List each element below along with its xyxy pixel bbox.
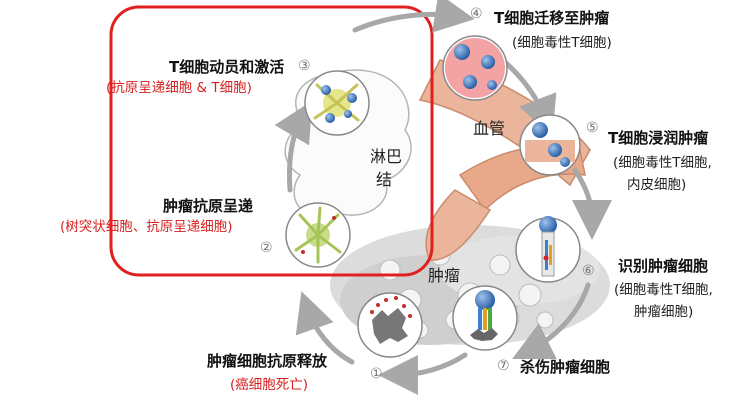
step-1-number: ① bbox=[370, 366, 383, 382]
step-2-illustration bbox=[285, 202, 351, 268]
step-3-subtitle: (抗原呈递细胞 & T细胞) bbox=[106, 80, 252, 96]
step-1-subtitle: (癌细胞死亡) bbox=[230, 377, 309, 393]
step-2-subtitle: (树突状细胞、抗原呈递细胞) bbox=[60, 219, 233, 235]
step-1-illustration bbox=[357, 292, 423, 358]
step-4-illustration bbox=[442, 35, 508, 101]
step-7-number: ⑦ bbox=[497, 358, 510, 374]
lymph-node-label-line1: 淋巴 bbox=[370, 147, 403, 166]
step-5-subtitle-line1: (细胞毒性T细胞, bbox=[613, 155, 712, 171]
step-5-number: ⑤ bbox=[586, 120, 599, 136]
step-2-number: ② bbox=[260, 240, 273, 256]
step-6-illustration bbox=[515, 216, 581, 283]
tumor-label: 肿瘤 bbox=[428, 266, 461, 285]
step-6-number: ⑥ bbox=[582, 263, 595, 279]
step-7-title: 杀伤肿瘤细胞 bbox=[520, 358, 611, 376]
step-2-title: 肿瘤抗原呈递 bbox=[163, 197, 254, 215]
highlight-box bbox=[109, 5, 434, 277]
step-4-number: ④ bbox=[470, 6, 483, 22]
step-1-title: 肿瘤细胞抗原释放 bbox=[207, 352, 328, 370]
step-5-title: T细胞浸润肿瘤 bbox=[608, 129, 709, 147]
step-3-title: T细胞动员和激活 bbox=[169, 58, 285, 76]
step-6-subtitle-line2: 肿瘤细胞) bbox=[634, 304, 694, 320]
step-6-subtitle-line1: (细胞毒性T细胞, bbox=[614, 282, 713, 298]
step-4-subtitle: (细胞毒性T细胞) bbox=[512, 35, 612, 51]
step-3-illustration bbox=[304, 70, 370, 136]
step-7-illustration bbox=[452, 285, 518, 351]
lymph-node-label-line2: 结 bbox=[376, 170, 393, 189]
step-5-subtitle-line2: 内皮细胞) bbox=[627, 177, 687, 193]
step-3-number: ③ bbox=[298, 58, 311, 74]
cycle-arrows bbox=[274, 0, 612, 395]
step-6-title: 识别肿瘤细胞 bbox=[618, 257, 709, 275]
step-4-title: T细胞迁移至肿瘤 bbox=[494, 9, 610, 27]
step-5-illustration bbox=[519, 114, 581, 176]
blood-vessel-label: 血管 bbox=[473, 119, 506, 138]
